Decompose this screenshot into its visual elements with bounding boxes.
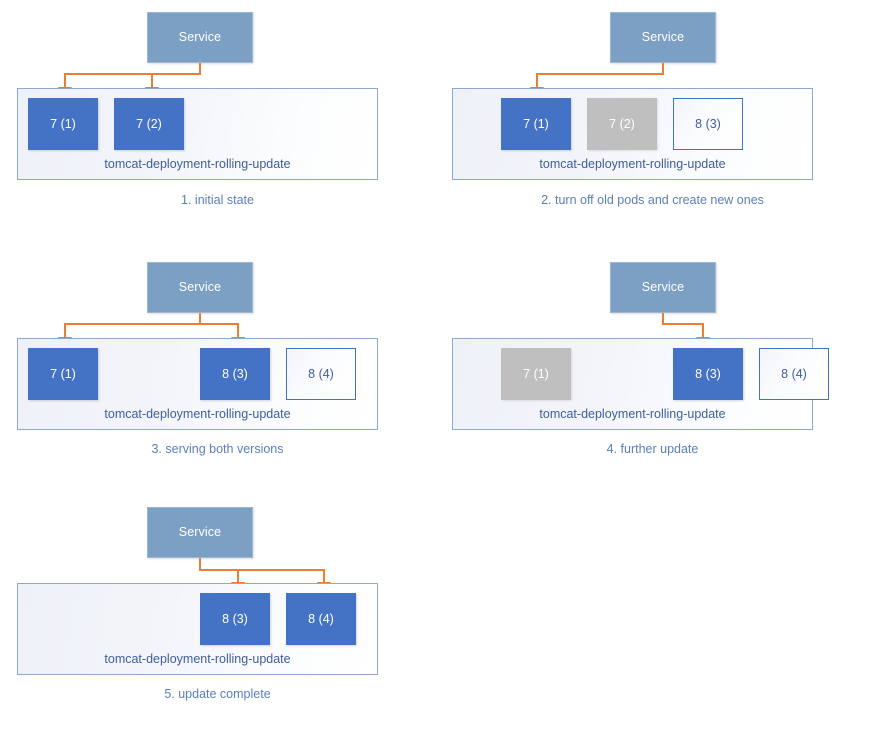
pod-label: 7 (1): [50, 116, 76, 131]
panel-serving-both-versions: Service 7 (1) 8 (3) 8 (4) tomcat-deploym…: [0, 250, 435, 490]
pod-slot-1[interactable]: 7 (1): [501, 98, 571, 150]
service-box[interactable]: Service: [147, 262, 253, 313]
pod-slot-1[interactable]: 7 (1): [28, 348, 98, 400]
pod-slot-4[interactable]: 8 (4): [759, 348, 829, 400]
pod-slot-4[interactable]: 8 (4): [286, 593, 356, 645]
pod-slot-1[interactable]: 7 (1): [501, 348, 571, 400]
pod-label: 8 (3): [222, 366, 248, 381]
pod-label: 7 (1): [523, 366, 549, 381]
panel-further-update: Service 7 (1) 8 (3) 8 (4) tomcat-deploym…: [435, 250, 870, 490]
pod-row: 7 (1) 7 (2) 8 (3): [501, 98, 842, 150]
pod-label: 8 (3): [222, 611, 248, 626]
pod-label: 8 (4): [308, 366, 334, 381]
service-box[interactable]: Service: [147, 12, 253, 63]
pod-label: 7 (2): [609, 116, 635, 131]
panel-caption: 1. initial state: [181, 193, 254, 207]
pod-slot-3[interactable]: 8 (3): [200, 348, 270, 400]
deployment-label: tomcat-deployment-rolling-update: [104, 651, 291, 666]
deployment-container: 8 (3) 8 (4) tomcat-deployment-rolling-up…: [17, 583, 378, 675]
pod-label: 8 (4): [781, 366, 807, 381]
service-label: Service: [178, 525, 222, 540]
pod-label: 7 (2): [136, 116, 162, 131]
pod-label: 8 (3): [695, 116, 721, 131]
panel-update-complete: Service 8 (3) 8 (4) tomcat-deployment-ro…: [0, 495, 435, 735]
pod-slot-2[interactable]: 7 (2): [587, 98, 657, 150]
pod-slot-3[interactable]: 8 (3): [200, 593, 270, 645]
pod-label: 7 (1): [50, 366, 76, 381]
deployment-label: tomcat-deployment-rolling-update: [104, 156, 291, 171]
panel-caption: 3. serving both versions: [151, 442, 284, 456]
pod-row: 8 (3) 8 (4): [28, 593, 369, 645]
service-box[interactable]: Service: [610, 262, 716, 313]
pod-slot-2[interactable]: 7 (2): [114, 98, 184, 150]
panel-turn-off-old-pods: Service 7 (1) 7 (2) 8 (3) tomcat-deploym…: [435, 0, 870, 240]
pod-row: 7 (1) 7 (2): [28, 98, 369, 150]
service-box[interactable]: Service: [610, 12, 716, 63]
pod-slot-3[interactable]: 8 (3): [673, 98, 743, 150]
deployment-container: 7 (1) 8 (3) 8 (4) tomcat-deployment-roll…: [17, 338, 378, 430]
pod-label: 8 (3): [695, 366, 721, 381]
pod-slot-3[interactable]: 8 (3): [673, 348, 743, 400]
pod-slot-1[interactable]: 7 (1): [28, 98, 98, 150]
service-label: Service: [641, 280, 685, 295]
deployment-label: tomcat-deployment-rolling-update: [539, 156, 726, 171]
service-label: Service: [178, 280, 222, 295]
deployment-label: tomcat-deployment-rolling-update: [104, 406, 291, 421]
pod-row: 7 (1) 8 (3) 8 (4): [501, 348, 842, 400]
deployment-label: tomcat-deployment-rolling-update: [539, 406, 726, 421]
service-label: Service: [178, 30, 222, 45]
deployment-container: 7 (1) 7 (2) 8 (3) tomcat-deployment-roll…: [452, 88, 813, 180]
panel-caption: 5. update complete: [164, 687, 271, 701]
pod-row: 7 (1) 8 (3) 8 (4): [28, 348, 369, 400]
deployment-container: 7 (1) 7 (2) tomcat-deployment-rolling-up…: [17, 88, 378, 180]
service-box[interactable]: Service: [147, 507, 253, 558]
deployment-container: 7 (1) 8 (3) 8 (4) tomcat-deployment-roll…: [452, 338, 829, 430]
service-label: Service: [641, 30, 685, 45]
panel-initial-state: Service 7 (1) 7 (2) tomcat-deployment-ro…: [0, 0, 435, 240]
pod-slot-4[interactable]: 8 (4): [286, 348, 356, 400]
panel-caption: 2. turn off old pods and create new ones: [541, 193, 764, 207]
pod-label: 7 (1): [523, 116, 549, 131]
pod-label: 8 (4): [308, 611, 334, 626]
panel-caption: 4. further update: [606, 442, 699, 456]
